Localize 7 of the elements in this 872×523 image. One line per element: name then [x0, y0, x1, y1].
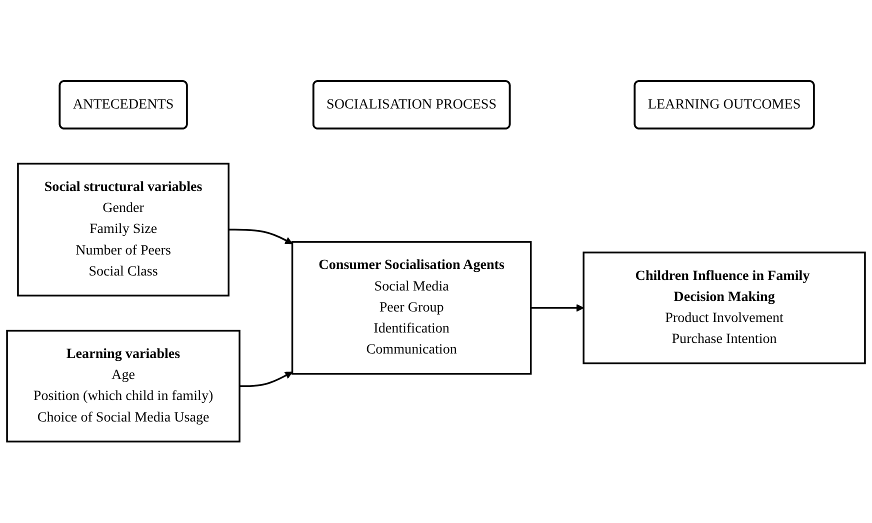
node-box: Children Influence in Family Decision Making Product Involvement Purchase Intention: [582, 252, 866, 364]
node-box: Learning variables Age Position (which child in family) Choice of Social Media Usage: [6, 330, 240, 443]
arrow: [530, 304, 584, 312]
arrow: [240, 372, 293, 388]
arrow: [228, 228, 293, 244]
node-box: Social structural variables Gender Family Size Number of Peers Social Class: [17, 163, 230, 297]
node-box: Consumer Socialisation Agents Social Media Peer Group Identification Communication: [291, 241, 532, 375]
